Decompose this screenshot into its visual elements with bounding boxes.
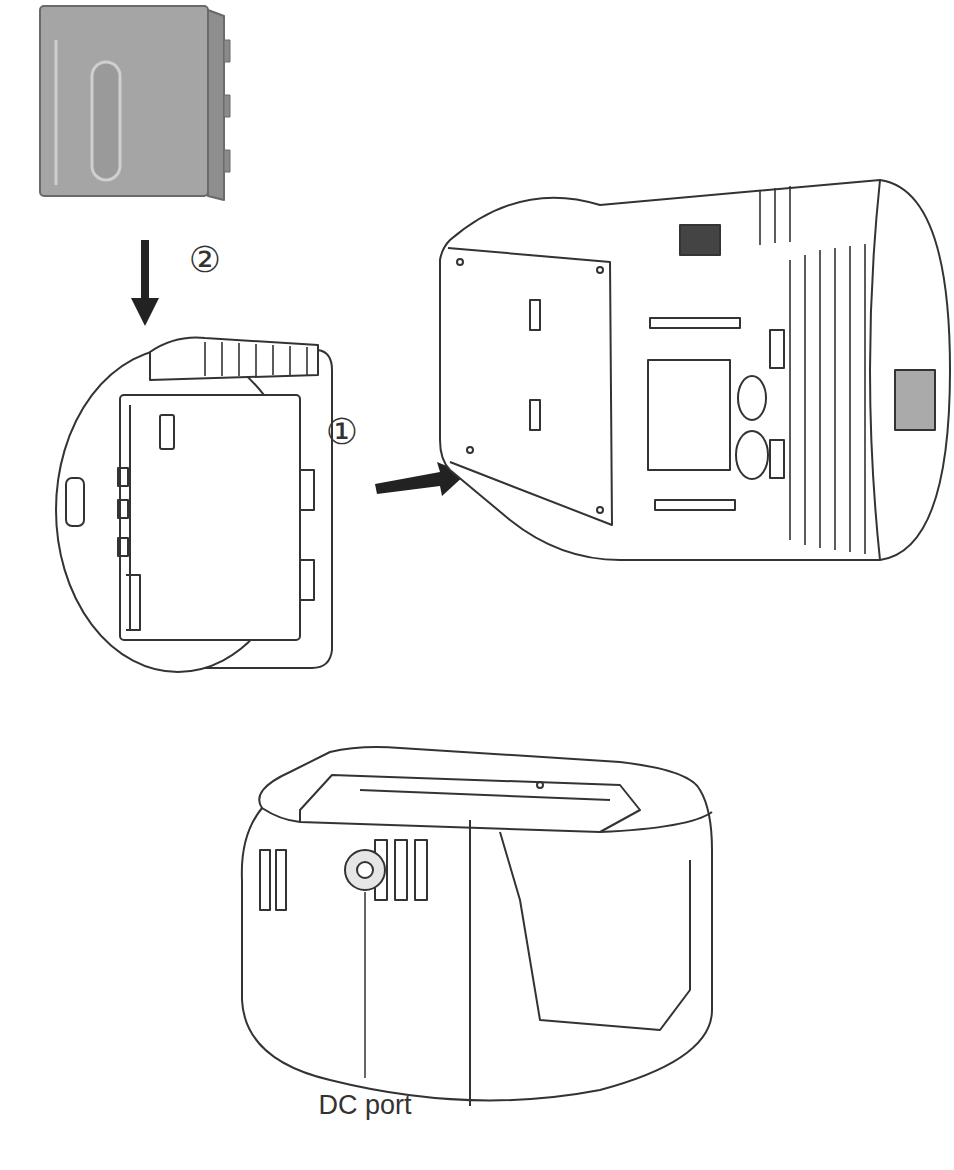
callout-number-holder: ① xyxy=(326,411,358,453)
battery-plate xyxy=(56,338,332,672)
part-label: DC port xyxy=(318,1090,411,1121)
callout-number: ① xyxy=(326,411,358,453)
callout-number: ② xyxy=(189,239,221,281)
callout-number-holder: ② xyxy=(189,239,221,281)
light-body xyxy=(440,180,950,560)
insert-arrow xyxy=(131,240,159,326)
battery xyxy=(40,6,230,200)
part-label-holder: DC port xyxy=(318,1090,411,1121)
battery-base xyxy=(242,747,712,1106)
